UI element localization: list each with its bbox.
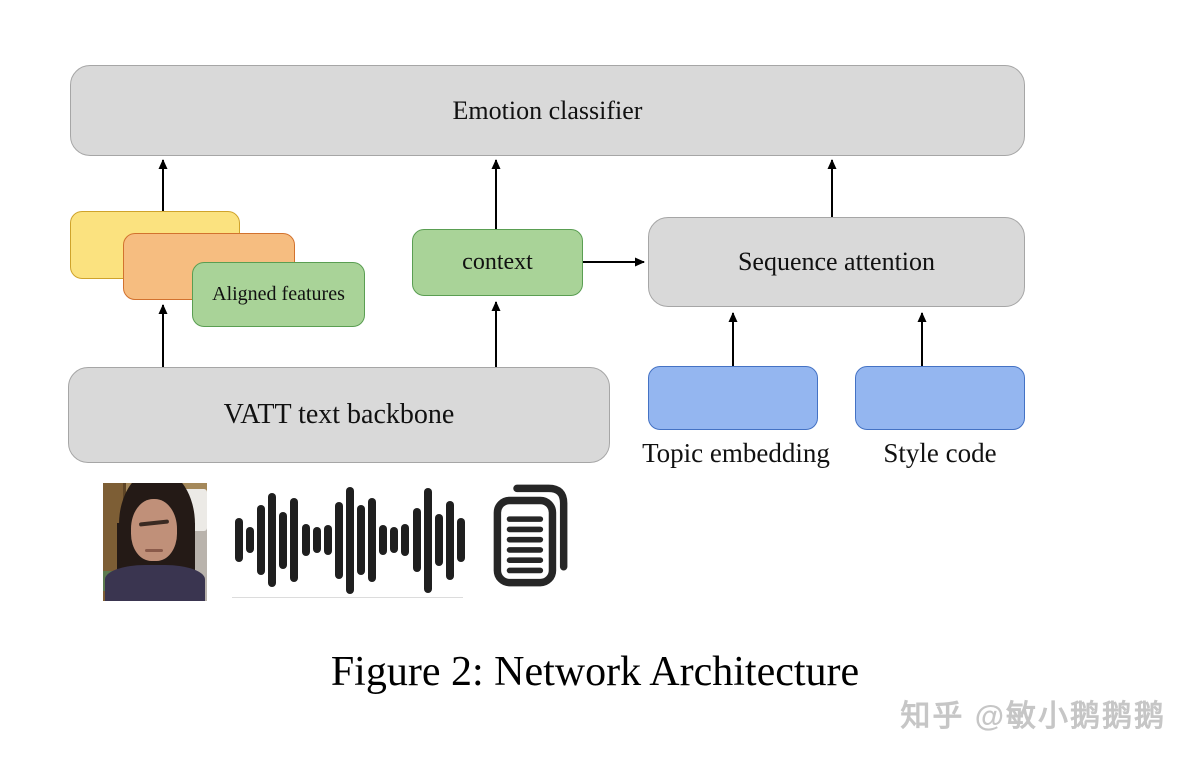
waveform-bar	[434, 514, 443, 566]
waveform-bar	[301, 524, 310, 556]
video-frame-image	[103, 483, 207, 601]
figure-caption: Figure 2: Network Architecture	[330, 649, 860, 695]
style-code-label: Style code	[883, 438, 997, 468]
aligned-features-label: Aligned features	[212, 283, 345, 305]
waveform-bar	[334, 501, 343, 579]
waveform-bar	[312, 527, 321, 553]
context-node: context	[412, 229, 583, 296]
audio-waveform-icon	[235, 484, 465, 596]
waveform-bar	[401, 524, 410, 556]
vatt-text-backbone-label: VATT text backbone	[223, 399, 455, 430]
sequence-attention-node: Sequence attention	[648, 217, 1025, 307]
waveform-baseline	[232, 597, 463, 598]
waveform-bar	[235, 518, 243, 562]
waveform-bar	[357, 505, 366, 575]
style-code-node	[855, 366, 1025, 430]
waveform-bar	[279, 511, 288, 569]
topic-embedding-node	[648, 366, 818, 430]
waveform-bar	[246, 527, 255, 553]
watermark: 知乎 @敏小鹅鹅鹅	[900, 700, 1166, 733]
emotion-classifier-label: Emotion classifier	[452, 95, 643, 125]
waveform-bar	[268, 493, 277, 587]
waveform-bar	[290, 498, 299, 582]
waveform-bar	[323, 525, 332, 555]
waveform-bar	[390, 527, 399, 553]
waveform-bar	[423, 487, 432, 593]
waveform-bar	[456, 518, 465, 562]
aligned-features-node: Aligned features	[192, 262, 365, 327]
waveform-bar	[345, 486, 354, 594]
waveform-bar	[445, 500, 454, 580]
sequence-attention-label: Sequence attention	[737, 247, 936, 276]
waveform-bar	[257, 505, 266, 575]
waveform-bar	[368, 498, 377, 582]
transcript-document-icon	[493, 484, 568, 587]
vatt-text-backbone-node: VATT text backbone	[68, 367, 610, 463]
topic-embedding-label: Topic embedding	[642, 438, 830, 468]
context-label: context	[462, 249, 533, 275]
emotion-classifier-node: Emotion classifier	[70, 65, 1025, 156]
waveform-bar	[379, 525, 388, 555]
waveform-bar	[412, 508, 421, 572]
